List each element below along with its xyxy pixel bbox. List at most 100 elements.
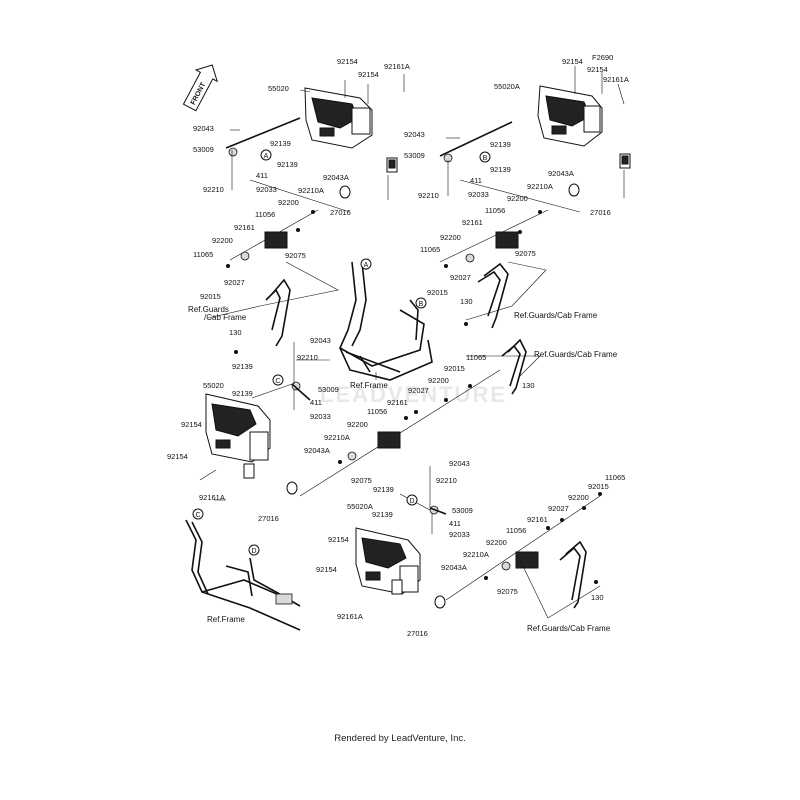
svg-text:C: C <box>195 512 200 519</box>
part-label: 92043 <box>193 124 214 133</box>
part-label: 92139 <box>232 389 253 398</box>
part-label: 53009 <box>404 151 425 160</box>
front-arrow: FRONT <box>182 64 218 112</box>
part-label: 92210A <box>463 550 489 559</box>
part-label: 92027 <box>408 386 429 395</box>
part-label: 92015 <box>588 482 609 491</box>
part-label: 55020 <box>203 381 224 390</box>
part-label: 92075 <box>285 251 306 260</box>
part-label: 92043 <box>310 336 331 345</box>
part-label: 92200 <box>507 194 528 203</box>
ref-label: Ref.Guards <box>188 305 229 314</box>
part-label: 92161 <box>387 398 408 407</box>
part-label: 27016 <box>590 208 611 217</box>
part-label: 92154 <box>337 57 358 66</box>
part-label: 92154 <box>328 535 349 544</box>
part-label: 92033 <box>449 530 470 539</box>
part-label: 92139 <box>490 140 511 149</box>
ref-label: Ref.Frame <box>207 615 245 624</box>
assembly-middle-left: C <box>199 338 541 501</box>
part-label: 411 <box>256 171 268 180</box>
part-label: 92139 <box>277 160 298 169</box>
part-label: 92043A <box>304 446 330 455</box>
part-label: 92015 <box>427 288 448 297</box>
circle-ref-d-frame: D <box>248 544 260 556</box>
part-label: 92200 <box>278 198 299 207</box>
circle-ref-c-frame: C <box>192 508 204 520</box>
part-label: 11056 <box>485 206 505 215</box>
part-label: 411 <box>470 176 482 185</box>
part-label: 92200 <box>440 233 461 242</box>
part-label: 92154 <box>587 65 608 74</box>
circle-ref-b: B <box>479 151 491 163</box>
part-label: 27016 <box>407 629 428 638</box>
part-label: 92139 <box>490 165 511 174</box>
part-label: 55020A <box>494 82 520 91</box>
part-label: 92161 <box>462 218 483 227</box>
part-label: 92161A <box>603 75 629 84</box>
part-label: 92210 <box>297 353 318 362</box>
part-label: 411 <box>310 398 322 407</box>
part-label: 92210A <box>324 433 350 442</box>
part-label: 92075 <box>351 476 372 485</box>
svg-text:B: B <box>483 155 488 162</box>
part-label: 27016 <box>258 514 279 523</box>
center-frame: A B <box>338 258 433 381</box>
ref-label: Ref.Frame <box>350 381 388 390</box>
part-label: 92139 <box>372 510 393 519</box>
part-label: 130 <box>591 593 604 602</box>
circle-ref-b-frame: B <box>415 297 427 309</box>
part-label: 92200 <box>428 376 449 385</box>
part-label: 53009 <box>193 145 214 154</box>
part-label: 92027 <box>224 278 245 287</box>
part-label: 27016 <box>330 208 351 217</box>
part-label: 11065 <box>466 353 486 362</box>
svg-text:B: B <box>419 301 424 308</box>
part-label: 92043A <box>548 169 574 178</box>
part-label: 92154 <box>181 420 202 429</box>
part-label: 92210A <box>527 182 553 191</box>
part-label: 92161 <box>527 515 548 524</box>
labels-bottom: 92043 92139 92210 55020A 53009 92139 411… <box>207 459 625 638</box>
labels-top-left: 92154 92154 92161A 55020 92043 92139 530… <box>188 57 410 337</box>
part-label: 92161 <box>234 223 255 232</box>
part-label: 92033 <box>468 190 489 199</box>
part-label: 11065 <box>420 245 440 254</box>
part-label: 92210 <box>203 185 224 194</box>
part-label: 11056 <box>255 210 275 219</box>
part-label: 92161A <box>337 612 363 621</box>
part-label: 92043 <box>404 130 425 139</box>
labels-middle: Ref.Frame 92043 92210 92139 53009 92139 … <box>167 336 618 523</box>
svg-text:D: D <box>251 548 256 555</box>
part-label: 11056 <box>506 526 526 535</box>
part-label: 92200 <box>568 493 589 502</box>
part-label: 92075 <box>515 249 536 258</box>
svg-text:A: A <box>364 262 369 269</box>
part-label: 11065 <box>193 250 213 259</box>
part-label: 92043 <box>449 459 470 468</box>
circle-ref-d: D <box>406 494 418 506</box>
part-label: 92200 <box>212 236 233 245</box>
part-label: 92154 <box>167 452 188 461</box>
ref-label: Ref.Guards/Cab Frame <box>527 624 611 633</box>
part-label: F2690 <box>592 53 613 62</box>
footer-credit: Rendered by LeadVenture, Inc. <box>334 733 466 744</box>
part-label: 92027 <box>548 504 569 513</box>
svg-text:C: C <box>275 378 280 385</box>
part-label: 92015 <box>444 364 465 373</box>
part-label: 92033 <box>310 412 331 421</box>
part-label: 92210A <box>298 186 324 195</box>
part-label: 92139 <box>373 485 394 494</box>
ref-label: /Cab Frame <box>204 313 247 322</box>
part-label: 92139 <box>232 362 253 371</box>
part-label: 92154 <box>562 57 583 66</box>
part-label: 92043A <box>323 173 349 182</box>
ref-label: Ref.Guards/Cab Frame <box>534 350 618 359</box>
part-label: 130 <box>460 297 473 306</box>
part-label: 92154 <box>358 70 379 79</box>
part-label: 11065 <box>605 473 625 482</box>
circle-ref-a-frame: A <box>360 258 372 270</box>
ref-label: Ref.Guards/Cab Frame <box>514 311 598 320</box>
assembly-top-left: A <box>207 74 405 354</box>
part-label: 92027 <box>450 273 471 282</box>
